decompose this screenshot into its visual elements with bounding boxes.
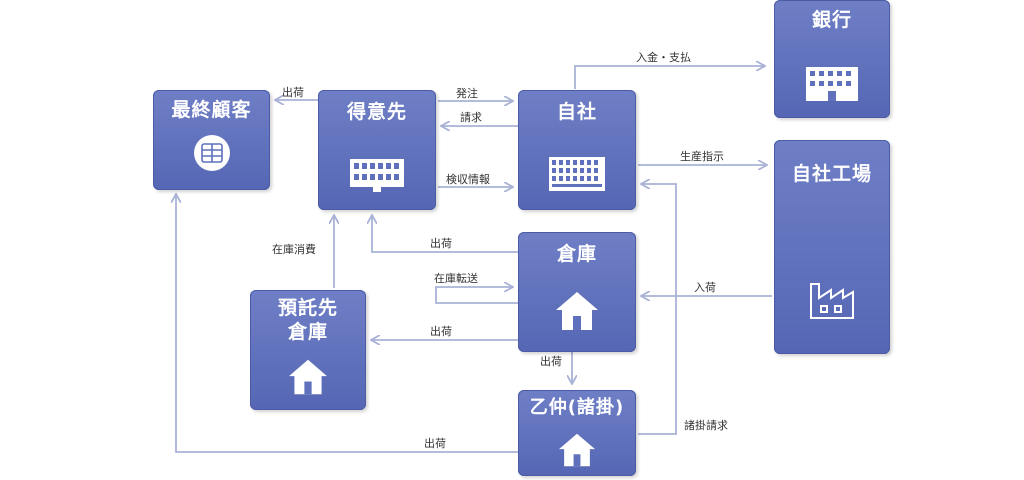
edge-label-inspection: 検収情報 — [446, 173, 490, 186]
office-building-icon — [549, 157, 605, 191]
edge-label-ship-broker: 出荷 — [540, 355, 562, 368]
edge-label-payment: 入金・支払 — [636, 51, 691, 64]
node-consignee-label-line1: 預託先 — [277, 297, 338, 319]
office-building-icon — [806, 67, 858, 101]
arrow-ship-customer — [372, 216, 518, 253]
factory-icon — [810, 283, 854, 319]
node-bank: 銀行 — [774, 0, 890, 118]
edge-label-transfer: 在庫転送 — [434, 272, 478, 285]
edge-label-receipt: 入荷 — [694, 281, 716, 294]
edge-label-consumption: 在庫消費 — [272, 243, 316, 256]
node-end-customer: 最終顧客 — [153, 90, 270, 190]
node-company: 自社 — [518, 90, 636, 210]
office-building-icon — [350, 159, 404, 192]
arrow-charges — [638, 184, 677, 435]
house-icon — [289, 359, 327, 395]
node-factory: 自社工場 — [774, 140, 890, 354]
node-customer: 得意先 — [318, 90, 436, 210]
house-icon — [556, 292, 598, 330]
edge-label-ship-consignee: 出荷 — [430, 325, 452, 338]
node-warehouse: 倉庫 — [518, 232, 636, 352]
edge-label-broker-ship: 出荷 — [424, 437, 446, 450]
node-warehouse-label: 倉庫 — [556, 243, 597, 265]
cargo-box-icon — [193, 135, 230, 171]
edge-label-ship-end-customer: 出荷 — [282, 86, 304, 99]
node-broker-label: 乙仲(諸掛) — [529, 397, 625, 418]
node-consignee-label-line2: 倉庫 — [287, 321, 328, 343]
node-end-customer-label: 最終顧客 — [171, 99, 252, 121]
edge-label-ship-customer: 出荷 — [430, 237, 452, 250]
arrow-payment — [574, 66, 764, 89]
edge-label-invoice: 請求 — [460, 111, 482, 124]
node-consignee-warehouse: 預託先 倉庫 — [250, 290, 366, 410]
node-factory-label: 自社工場 — [791, 163, 872, 185]
edge-label-production: 生産指示 — [680, 150, 724, 163]
edge-label-order: 発注 — [456, 87, 478, 100]
node-company-label: 自社 — [556, 101, 597, 123]
arrow-transfer — [435, 287, 518, 304]
node-customer-label: 得意先 — [346, 101, 407, 123]
node-bank-label: 銀行 — [811, 9, 852, 31]
arrow-broker-ship — [176, 195, 518, 453]
edge-label-charges: 諸掛請求 — [684, 419, 728, 432]
house-icon — [559, 433, 595, 467]
node-broker: 乙仲(諸掛) — [518, 390, 636, 476]
